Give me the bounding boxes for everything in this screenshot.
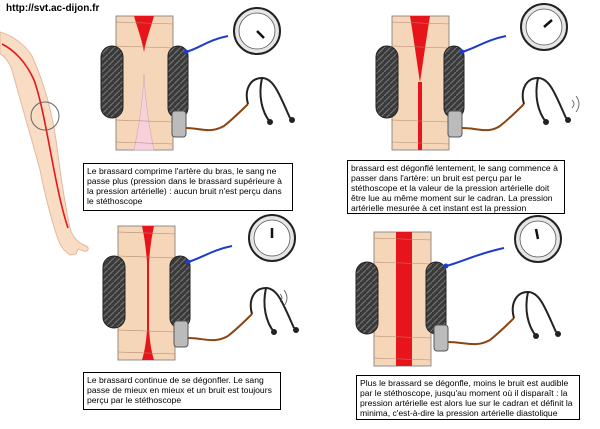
- cuff-tube: [187, 245, 233, 263]
- arm-illustration: [0, 31, 89, 256]
- sound-waves: [571, 95, 580, 113]
- stethoscope-tube: [447, 317, 515, 346]
- stethoscope-tube: [185, 103, 249, 132]
- cuff-left: [100, 45, 124, 119]
- cuff-left: [375, 45, 399, 119]
- stethoscope-head: [171, 110, 187, 138]
- cuff-right: [167, 45, 189, 119]
- cuff-tube: [185, 35, 229, 53]
- cuff-tube: [461, 35, 507, 53]
- zoom-circle: [30, 101, 60, 131]
- stethoscope-head: [173, 320, 189, 348]
- caption-step-4: Plus le brassard se dégonfle, moins le b…: [356, 375, 580, 420]
- cuff-right: [425, 261, 447, 335]
- cuff-right: [443, 45, 465, 119]
- panel-3: [102, 214, 299, 361]
- cuff-left: [102, 255, 126, 329]
- caption-step-2: brassard est dégonflé lentement, le sang…: [347, 160, 565, 214]
- stethoscope-head: [447, 110, 463, 138]
- cuff-left: [355, 261, 379, 335]
- sound-waves: [279, 289, 288, 307]
- stethoscope-tube: [187, 313, 253, 342]
- panel-1: [100, 7, 295, 151]
- panel-4: [355, 215, 562, 367]
- source-url: http://svt.ac-dijon.fr: [6, 3, 100, 14]
- stethoscope-head: [433, 324, 449, 352]
- caption-step-3: Le brassard continue de se dégonfler. Le…: [83, 372, 281, 410]
- panel-2: [375, 3, 580, 151]
- cuff-right: [169, 255, 191, 329]
- cuff-tube: [445, 247, 505, 267]
- stethoscope-tube: [461, 103, 525, 132]
- caption-step-1: Le brassard comprime l'artère du bras, l…: [83, 163, 293, 211]
